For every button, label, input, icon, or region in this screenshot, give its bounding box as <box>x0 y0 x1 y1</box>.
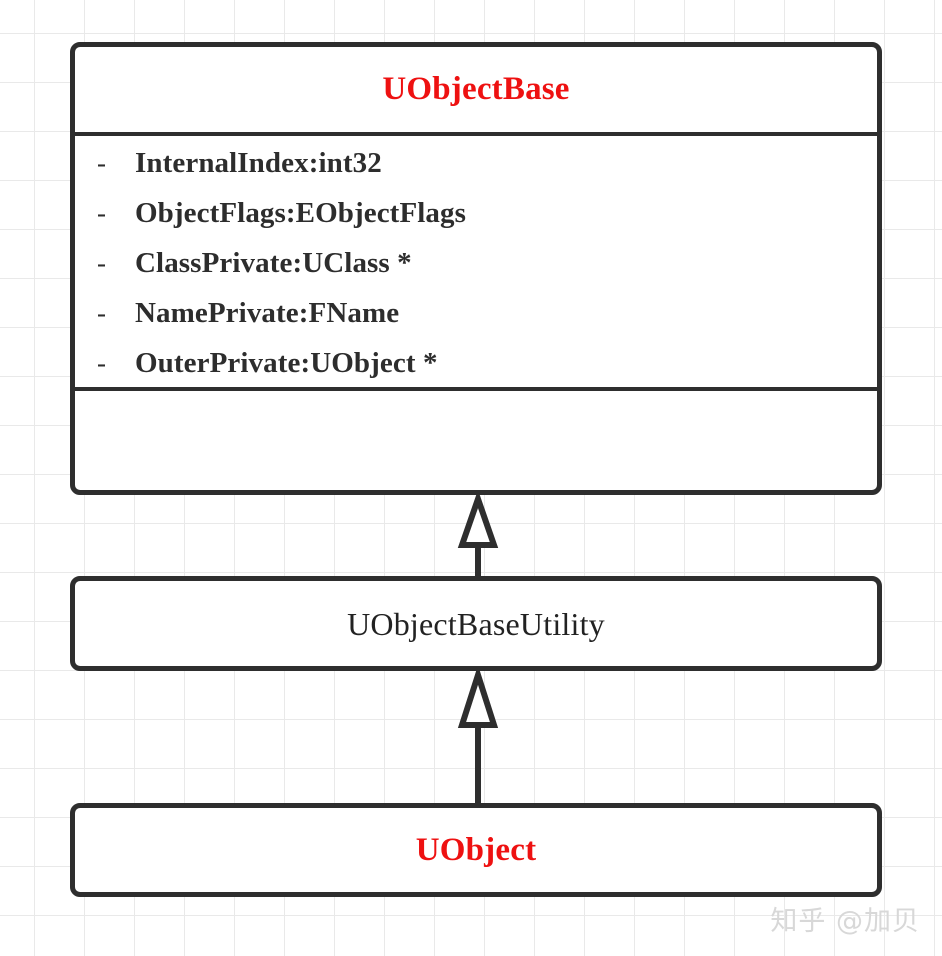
class-box-uobjectbase[interactable]: UObjectBase - InternalIndex:int32 - Obje… <box>70 42 882 495</box>
hollow-triangle-arrow-icon <box>457 495 499 579</box>
attribute-signature: ObjectFlags:EObjectFlags <box>135 197 467 229</box>
attribute-signature: ClassPrivate:UClass * <box>135 247 412 279</box>
attribute-row: - NamePrivate:FName <box>97 297 877 347</box>
generalization-arrow-uobjectbaseutility-to-uobjectbase <box>448 495 508 579</box>
attribute-visibility: - <box>97 248 106 278</box>
attributes-section-uobjectbase: - InternalIndex:int32 - ObjectFlags:EObj… <box>75 136 877 391</box>
class-name-uobjectbase: UObjectBase <box>382 71 570 107</box>
watermark: 知乎 @加贝 <box>770 906 920 937</box>
attribute-row: - ClassPrivate:UClass * <box>97 247 877 297</box>
class-box-uobjectbaseutility[interactable]: UObjectBaseUtility <box>70 576 882 671</box>
class-box-uobject[interactable]: UObject <box>70 803 882 897</box>
attribute-visibility: - <box>97 298 106 328</box>
attribute-visibility: - <box>97 148 106 178</box>
attribute-signature: InternalIndex:int32 <box>135 147 382 179</box>
class-name-uobjectbaseutility: UObjectBaseUtility <box>347 605 605 642</box>
class-name-uobject: UObject <box>415 831 537 868</box>
generalization-arrow-uobject-to-uobjectbaseutility <box>448 671 508 805</box>
class-title-row-uobjectbase: UObjectBase <box>75 47 877 136</box>
operations-section-uobjectbase <box>75 391 877 487</box>
attribute-row: - OuterPrivate:UObject * <box>97 347 877 397</box>
attribute-visibility: - <box>97 198 106 228</box>
attribute-row: - ObjectFlags:EObjectFlags <box>97 197 877 247</box>
attribute-signature: NamePrivate:FName <box>135 297 400 329</box>
attribute-visibility: - <box>97 348 106 378</box>
attribute-row: - InternalIndex:int32 <box>97 147 877 197</box>
attribute-signature: OuterPrivate:UObject * <box>135 347 438 379</box>
hollow-triangle-arrow-icon <box>457 671 499 805</box>
